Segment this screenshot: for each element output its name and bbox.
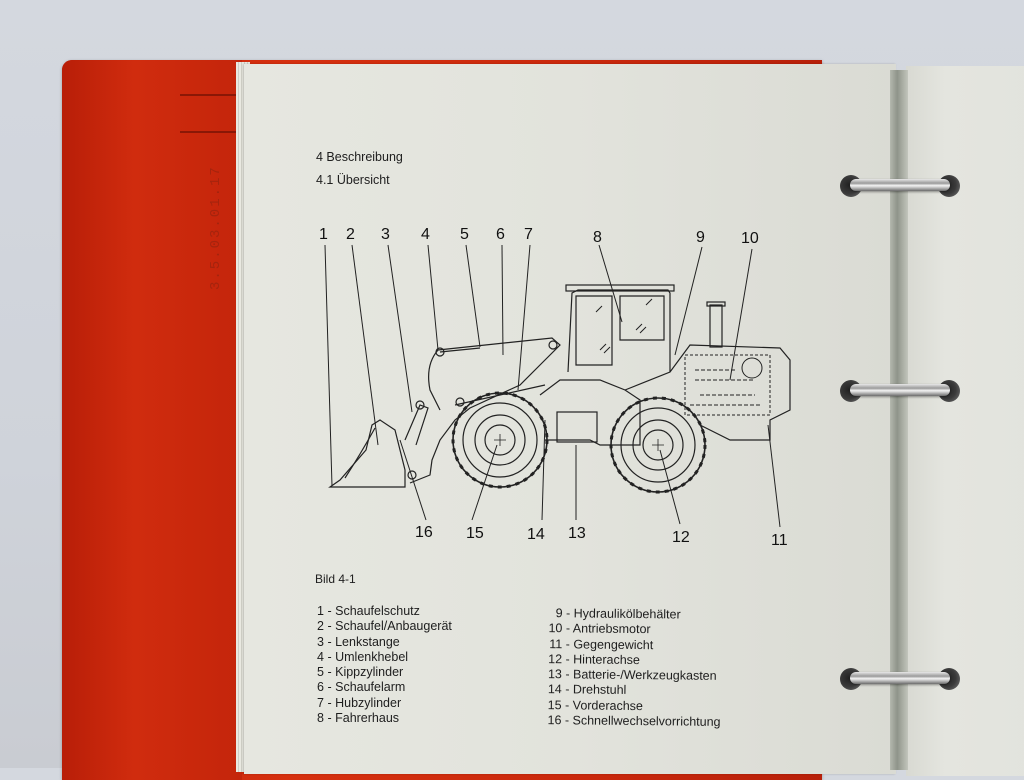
binder-spine [890,70,908,770]
callout-13: 13 [568,525,586,542]
callout-3: 3 [381,226,390,243]
legend-item: 15 - Vorderachse [547,697,643,713]
binder-ring [836,666,964,692]
cover-divider-mark [180,131,242,133]
legend-item: 11 - Gegengewicht [549,636,654,652]
legend-item: 6 - Schaufelarm [317,680,406,695]
legend-item: 12 - Hinterachse [548,651,640,667]
cover-divider-mark [180,94,242,96]
binder-ring [836,378,964,404]
chapter-heading: 4 Beschreibung [316,150,403,164]
legend-item: 9 - Hydraulikölbehälter [555,606,681,622]
legend-item: 10 - Antriebsmotor [548,621,651,637]
callout-1: 1 [319,226,328,243]
callout-5: 5 [460,226,469,243]
legend-item: 3 - Lenkstange [317,634,400,649]
callout-2: 2 [346,226,355,243]
binder-cover-flap [62,60,242,780]
legend-item: 5 - Kippzylinder [317,665,404,680]
figure-caption: Bild 4-1 [315,572,356,586]
legend-left: 1 - Schaufelschutz 2 - Schaufel/Anbauger… [316,604,452,726]
callout-11: 11 [771,532,788,549]
legend-item: 2 - Schaufel/Anbaugerät [317,619,452,634]
legend-item: 7 - Hubzylinder [317,695,402,710]
callout-14: 14 [527,526,545,543]
section-heading: 4.1 Übersicht [316,173,390,187]
callout-7: 7 [524,226,533,243]
legend-item: 4 - Umlenkhebel [317,649,409,664]
callout-15: 15 [466,525,484,542]
callout-10: 10 [741,230,759,247]
legend-item: 8 - Fahrerhaus [317,711,400,726]
callout-8: 8 [593,229,602,246]
legend-item: 16 - Schnellwechselvorrichtung [547,713,721,729]
legend-item: 14 - Drehstuhl [547,682,627,698]
legend-item: 13 - Batterie-/Werkzeugkasten [547,667,717,684]
callout-6: 6 [496,226,505,243]
binder-ring [836,173,964,199]
callout-12: 12 [672,529,690,546]
callout-16: 16 [415,524,433,541]
manual-page [244,64,896,774]
callout-4: 4 [421,226,430,243]
legend-item: 1 - Schaufelschutz [317,604,420,618]
legend-right: 9 - Hydraulikölbehälter 10 - Antriebsmot… [545,606,721,730]
callout-9: 9 [696,229,705,246]
